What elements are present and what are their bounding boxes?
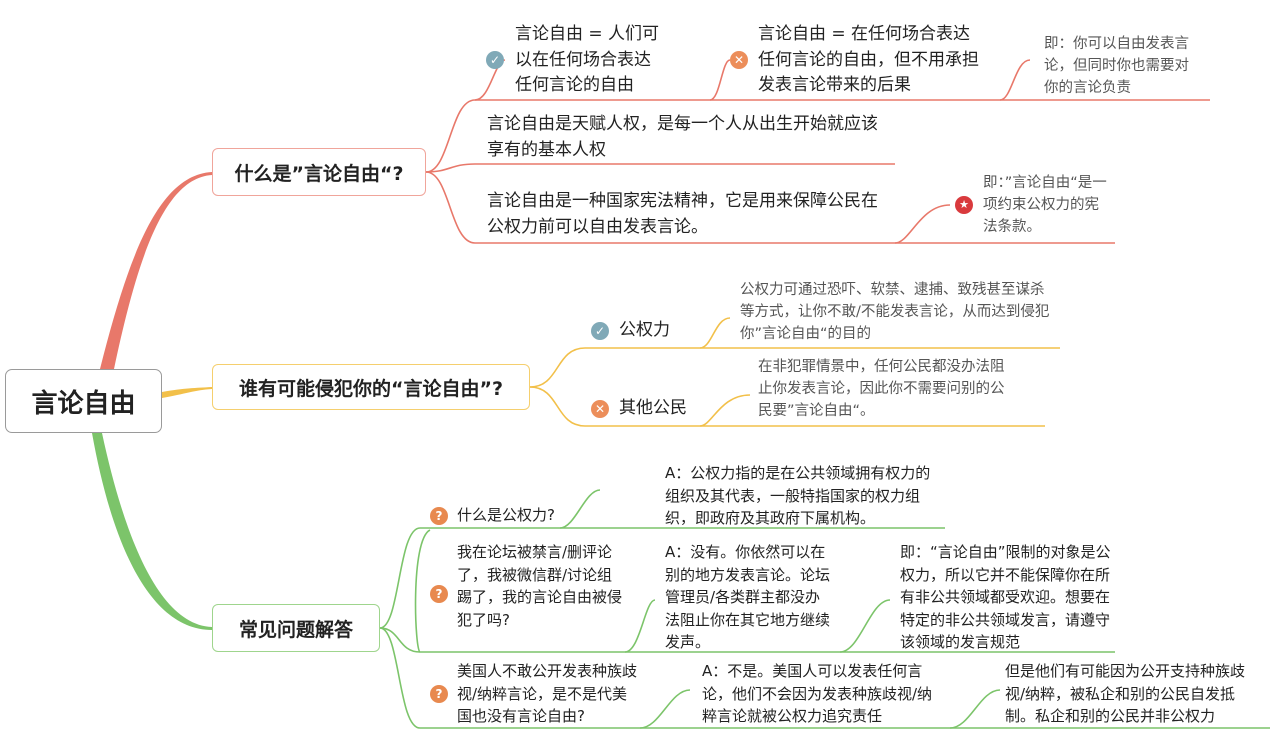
topic-wrong-definition-text: 言论自由 = 在任何场合表达任何言论的自由，但不用承担发表言论带来的后果 [758,24,979,95]
root-to-branch3-line [92,433,212,630]
faq-question-3[interactable]: 美国人不敢公开发表种族歧视/纳粹言论，是不是代美国也没有言论自由? [457,660,637,728]
topic-wrong-definition[interactable]: 言论自由 = 在任何场合表达任何言论的自由，但不用承担发表言论带来的后果 [758,22,980,99]
cross-icon: ✕ [730,51,748,69]
branch1-title: 什么是”言论自由“? [234,162,404,185]
note-other-citizens-text: 在非犯罪情景中，任何公民都没办法阻止你发表言论，因此你不需要问别的公民要”言论自… [758,359,1005,419]
cross-icon: ✕ [591,400,609,418]
faq-answer-1-text: A：公权力指的是在公共领域拥有权力的组织及其代表，一般特指国家的权力组织，即政府… [665,464,931,527]
root-to-branch1-line [100,172,212,369]
note-public-power[interactable]: 公权力可通过恐吓、软禁、逮捕、致残甚至谋杀等方式，让你不敢/不能发表言论，从而达… [740,280,1055,345]
faq-answer-2-text: A：没有。你依然可以在别的地方发表言论。论坛管理员/各类群主都没办法阻止你在其它… [665,543,831,651]
faq-note-2-text: 即：“言论自由”限制的对象是公权力，所以它并不能保障你在所有非公共领域都受欢迎。… [900,543,1111,651]
note-constitution-clause-text: 即：”言论自由“是一项约束公权力的宪法条款。 [983,175,1107,235]
note-responsibility-text: 即：你可以自由发表言论，但同时你也需要对你的言论负责 [1044,36,1189,96]
branch-who-may-infringe[interactable]: 谁有可能侵犯你的“言论自由”? [212,364,530,410]
faq-note-2[interactable]: 即：“言论自由”限制的对象是公权力，所以它并不能保障你在所有非公共领域都受欢迎。… [900,541,1112,654]
question-icon: ? [430,685,448,703]
root-topic[interactable]: 言论自由 [5,369,162,433]
topic-other-citizens-text: 其他公民 [619,398,687,418]
faq-question-2[interactable]: 我在论坛被禁言/删评论了，我被微信群/讨论组踢了，我的言论自由被侵犯了吗? [457,541,622,631]
topic-constitution-text: 言论自由是一种国家宪法精神，它是用来保障公民在公权力前可以自由发表言论。 [487,191,878,237]
check-icon: ✓ [591,322,609,340]
topic-constitution[interactable]: 言论自由是一种国家宪法精神，它是用来保障公民在公权力前可以自由发表言论。 [487,189,892,240]
question-icon: ? [430,507,448,525]
branch3-title: 常见问题解答 [238,618,353,641]
branch-faq[interactable]: 常见问题解答 [212,604,380,652]
faq-question-1-text: 什么是公权力? [457,506,555,524]
topic-correct-definition-text: 言论自由 = 人们可以在任何场合表达任何言论的自由 [515,24,660,95]
topic-public-power-text: 公权力 [619,320,670,340]
faq-question-2-text: 我在论坛被禁言/删评论了，我被微信群/讨论组踢了，我的言论自由被侵犯了吗? [457,543,623,629]
faq-note-3[interactable]: 但是他们有可能因为公开支持种族歧视/纳粹，被私企和别的公民自发抵制。私企和别的公… [1005,660,1265,728]
question-icon: ? [430,585,448,603]
faq-answer-2[interactable]: A：没有。你依然可以在别的地方发表言论。论坛管理员/各类群主都没办法阻止你在其它… [665,541,835,654]
faq-answer-1[interactable]: A：公权力指的是在公共领域拥有权力的组织及其代表，一般特指国家的权力组织，即政府… [665,462,945,530]
note-responsibility[interactable]: 即：你可以自由发表言论，但同时你也需要对你的言论负责 [1044,34,1194,99]
topic-other-citizens[interactable]: 其他公民 [619,396,687,422]
branch-what-is-free-speech[interactable]: 什么是”言论自由“? [212,148,426,196]
note-public-power-text: 公权力可通过恐吓、软禁、逮捕、致残甚至谋杀等方式，让你不敢/不能发表言论，从而达… [740,282,1050,342]
faq-question-3-text: 美国人不敢公开发表种族歧视/纳粹言论，是不是代美国也没有言论自由? [457,662,638,725]
branch2-title: 谁有可能侵犯你的“言论自由”? [239,377,503,400]
topic-natural-right[interactable]: 言论自由是天赋人权，是每一个人从出生开始就应该享有的基本人权 [487,112,892,163]
star-icon: ★ [955,196,973,214]
faq-answer-3[interactable]: A：不是。美国人可以发表任何言论，他们不会因为发表种族歧视/纳粹言论就被公权力追… [702,660,942,728]
topic-correct-definition[interactable]: 言论自由 = 人们可以在任何场合表达任何言论的自由 [515,22,665,99]
root-topic-label: 言论自由 [31,388,136,419]
faq-answer-3-text: A：不是。美国人可以发表任何言论，他们不会因为发表种族歧视/纳粹言论就被公权力追… [702,662,933,725]
topic-public-power[interactable]: 公权力 [619,318,670,344]
note-constitution-clause[interactable]: 即：”言论自由“是一项约束公权力的宪法条款。 [983,173,1108,238]
check-icon: ✓ [486,51,504,69]
root-to-branch2-line [162,387,212,398]
faq-question-1[interactable]: 什么是公权力? [457,504,555,527]
note-other-citizens[interactable]: 在非犯罪情景中，任何公民都没办法阻止你发表言论，因此你不需要问别的公民要”言论自… [758,357,1008,422]
topic-natural-right-text: 言论自由是天赋人权，是每一个人从出生开始就应该享有的基本人权 [487,114,878,160]
faq-note-3-text: 但是他们有可能因为公开支持种族歧视/纳粹，被私企和别的公民自发抵制。私企和别的公… [1005,662,1246,725]
